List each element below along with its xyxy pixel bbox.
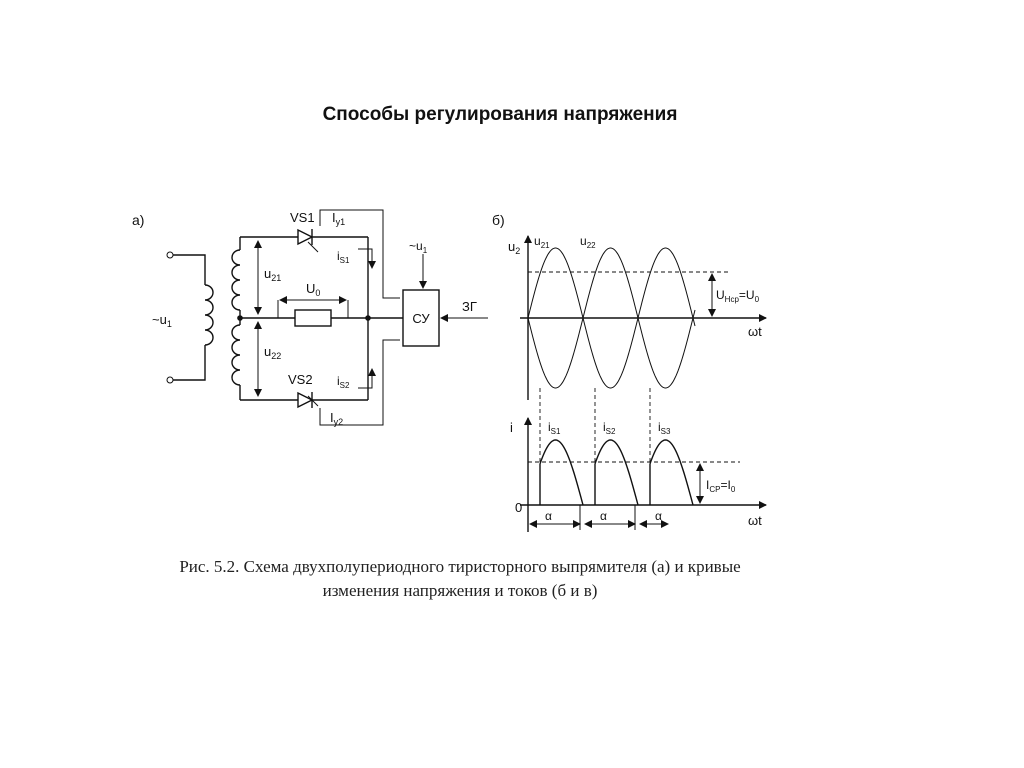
uhcp-label: UНср=U0 <box>716 288 760 304</box>
iy1-label: Iу1 <box>332 210 345 227</box>
figure-caption-line-2: изменения напряжения и токов (б и в) <box>322 581 598 600</box>
u21-curve-label: u21 <box>534 234 550 250</box>
alpha-label-2: α <box>600 509 607 523</box>
u0-label: U0 <box>306 281 320 298</box>
u21-curve <box>527 247 696 389</box>
tap-node <box>237 315 243 321</box>
current-pulse-2 <box>594 439 639 506</box>
u22-curve-label: u22 <box>580 234 596 250</box>
zg-label: ЗГ <box>462 299 477 314</box>
primary-winding <box>204 284 214 346</box>
control-unit-block <box>402 289 440 347</box>
iy2-label: Iу2 <box>330 410 343 427</box>
is1-pulse-label: iS1 <box>548 420 561 436</box>
vs2-label: VS2 <box>288 372 313 387</box>
u2-axis-label: u2 <box>508 239 520 256</box>
top-omega-t-label: ωt <box>748 324 762 339</box>
figure-caption-line-1: Рис. 5.2. Схема двухполупериодного тирис… <box>179 557 741 576</box>
circuit-diagram: а) ~u1 VS1 Iу1 <box>132 209 488 427</box>
secondary-winding-bottom <box>231 324 241 386</box>
is1-label: iS1 <box>337 249 350 265</box>
control-unit-label: СУ <box>412 311 430 326</box>
vs1-label: VS1 <box>290 210 315 225</box>
u22-label: u22 <box>264 344 281 361</box>
is2-label: iS2 <box>337 374 350 390</box>
source-terminal-bottom <box>166 376 174 384</box>
zero-label: 0 <box>515 500 522 515</box>
u21-label: u21 <box>264 266 281 283</box>
current-pulse-3 <box>649 439 694 506</box>
output-node <box>365 315 371 321</box>
alpha-label-1: α <box>545 509 552 523</box>
icp-label: IСР=I0 <box>706 478 736 494</box>
waveform-graphs: б) u2 u21 u22 ωt UНср=U0 i 0 ωt iS1 iS2 … <box>492 212 767 532</box>
u22-curve <box>527 247 696 389</box>
source-terminal-top <box>166 251 174 259</box>
is3-pulse-label: iS3 <box>658 420 671 436</box>
bottom-omega-t-label: ωt <box>748 513 762 528</box>
graphs-panel-label: б) <box>492 212 505 228</box>
current-pulse-1 <box>539 439 584 506</box>
i-axis-label: i <box>510 420 513 435</box>
source-voltage-label: ~u1 <box>152 312 172 329</box>
cu-sync-label: ~u1 <box>409 239 428 255</box>
is2-pulse-label: iS2 <box>603 420 616 436</box>
thyristor-vs1 <box>297 228 319 253</box>
secondary-winding-top <box>231 249 241 311</box>
alpha-label-3: α <box>655 509 662 523</box>
load-resistor <box>294 309 332 327</box>
circuit-panel-label: а) <box>132 212 144 228</box>
page-title: Способы регулирования напряжения <box>322 104 678 125</box>
